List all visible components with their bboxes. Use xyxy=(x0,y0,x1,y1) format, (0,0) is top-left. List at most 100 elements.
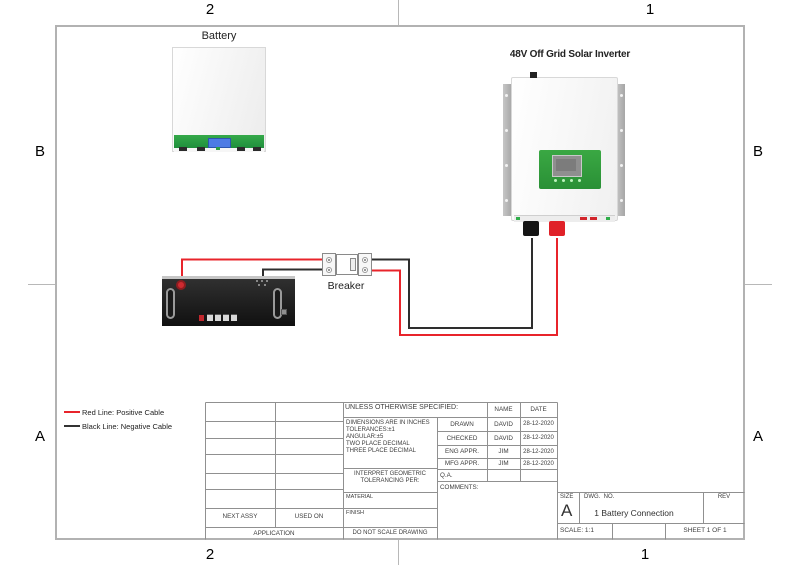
bracket-hole xyxy=(505,199,508,202)
port-mark-green xyxy=(606,217,610,220)
rack-handle-right xyxy=(273,288,282,319)
approval-role: ENG APPR. xyxy=(445,448,479,455)
zone-label-left-a: A xyxy=(34,428,45,445)
inverter-lcd-screen xyxy=(556,159,576,171)
rack-negative-terminal-cluster xyxy=(256,280,258,282)
inverter-bottom-ports xyxy=(514,215,615,222)
titleblock-tolerance-line: ANGULAR:±5 xyxy=(346,434,384,440)
approval-date: 28-12-2020 xyxy=(523,421,554,427)
bracket-hole xyxy=(505,129,508,132)
rack-connector xyxy=(231,314,237,321)
titleblock-dwg-no-label: DWG. NO. xyxy=(584,494,615,500)
battery-foot xyxy=(197,147,205,151)
breaker-label: Breaker xyxy=(327,280,365,292)
bracket-hole xyxy=(620,164,623,167)
rack-port xyxy=(281,309,287,315)
approval-header-name: NAME xyxy=(494,406,513,413)
titleblock-qa-label: Q.A. xyxy=(440,472,453,479)
bracket-hole xyxy=(505,94,508,97)
rack-switch-red xyxy=(199,315,204,321)
approval-row-checked: CHECKED DAVID 28-12-2020 xyxy=(437,431,557,445)
zone-label-right-a: A xyxy=(752,428,763,445)
bracket-hole xyxy=(505,164,508,167)
inverter-led xyxy=(562,179,565,182)
approval-date: 28-12-2020 xyxy=(523,435,554,441)
rack-connector xyxy=(215,314,221,321)
approval-date: 28-12-2020 xyxy=(523,448,554,455)
legend-label-positive: Red Line: Positive Cable xyxy=(82,407,165,417)
legend-item-negative: Black Line: Negative Cable xyxy=(64,420,172,432)
zone-label-top-2: 2 xyxy=(205,1,215,18)
titleblock-size-label: SIZE xyxy=(560,494,574,500)
breaker-terminal xyxy=(362,257,368,263)
approval-row-mfg: MFG APPR. JIM 28-12-2020 xyxy=(437,458,557,469)
negative-cable-breaker-to-inverter xyxy=(366,238,533,329)
titleblock-dwg-title: 1 Battery Connection xyxy=(594,508,674,518)
titleblock-do-not-scale: DO NOT SCALE DRAWING xyxy=(352,530,428,536)
breaker-toggle xyxy=(350,258,356,271)
inverter-mount-bracket-left xyxy=(503,84,512,216)
approval-name: DAVID xyxy=(494,434,513,442)
approval-role: CHECKED xyxy=(446,434,478,442)
legend-item-positive: Red Line: Positive Cable xyxy=(64,406,164,418)
battery-indicator-mark xyxy=(216,147,220,150)
approval-name: JIM xyxy=(498,448,509,455)
negative-cable-battery-to-breaker xyxy=(262,268,324,279)
approval-name: DAVID xyxy=(494,420,513,428)
titleblock-grid-lines xyxy=(205,402,745,540)
zone-label-right-b: B xyxy=(752,143,763,160)
zone-label-bottom-1: 1 xyxy=(640,546,650,563)
rack-battery-top-edge xyxy=(162,276,295,279)
battery-foot xyxy=(253,147,261,151)
rack-connector-cluster xyxy=(199,314,239,321)
titleblock-tolerance-line: TOLERANCES:±1 xyxy=(346,427,395,433)
titleblock-interpret-line1: INTERPRET GEOMETRIC xyxy=(354,471,426,477)
inverter-label: 48V Off Grid Solar Inverter xyxy=(509,49,631,60)
legend-label-negative: Black Line: Negative Cable xyxy=(82,421,173,431)
rack-connector xyxy=(223,314,229,321)
battery-foot xyxy=(179,147,187,151)
approval-role: DRAWN xyxy=(450,420,474,428)
zone-label-left-b: B xyxy=(34,143,45,160)
titleblock-rev-label: REV xyxy=(717,494,731,500)
inverter-led xyxy=(554,179,557,182)
inverter-negative-connector xyxy=(523,221,539,236)
titleblock-next-assy: NEXT ASSY xyxy=(222,513,258,520)
positive-cable-breaker-to-inverter xyxy=(366,238,558,336)
inverter-positive-connector xyxy=(549,221,565,236)
rack-battery-unit xyxy=(162,276,295,326)
battery-green-band xyxy=(174,135,264,148)
titleblock-scale: SCALE: 1:1 xyxy=(560,527,594,534)
inverter-led xyxy=(578,179,581,182)
approval-header-date: DATE xyxy=(530,406,547,413)
titleblock-finish-label: FINISH xyxy=(346,510,365,516)
titleblock-sheet: SHEET 1 OF 1 xyxy=(683,527,727,534)
titleblock-tolerance-line: THREE PLACE DECIMAL xyxy=(346,448,417,454)
rack-connector xyxy=(207,314,213,321)
inverter-led xyxy=(570,179,573,182)
zone-tick-marks xyxy=(28,0,772,565)
breaker-symbol xyxy=(320,251,372,278)
approval-date: 28-12-2020 xyxy=(523,460,554,467)
bracket-hole xyxy=(620,94,623,97)
inverter-hanger-tab xyxy=(530,72,537,78)
titleblock-tolerance-line: DIMENSIONS ARE IN INCHES xyxy=(346,420,430,426)
inverter-mount-bracket-right xyxy=(616,84,625,216)
titleblock-unless-otherwise: UNLESS OTHERWISE SPECIFIED: xyxy=(345,404,459,411)
sheet-frame xyxy=(55,25,745,540)
port-mark-red xyxy=(580,217,587,220)
breaker-terminal xyxy=(326,267,332,273)
breaker-terminal-block-right xyxy=(358,253,372,276)
breaker-terminal xyxy=(362,267,368,273)
breaker-body xyxy=(336,254,358,275)
approval-header-row: NAME DATE xyxy=(437,402,557,417)
titleblock-size-value: A xyxy=(561,501,573,520)
negative-cable-swatch xyxy=(64,425,80,427)
battery-foot xyxy=(237,147,245,151)
bracket-hole xyxy=(620,199,623,202)
approval-row-drawn: DRAWN DAVID 28-12-2020 xyxy=(437,417,557,431)
battery-label: Battery xyxy=(201,30,237,42)
titleblock-comments-label: COMMENTS: xyxy=(440,484,479,491)
inverter-lcd-display xyxy=(552,155,582,177)
